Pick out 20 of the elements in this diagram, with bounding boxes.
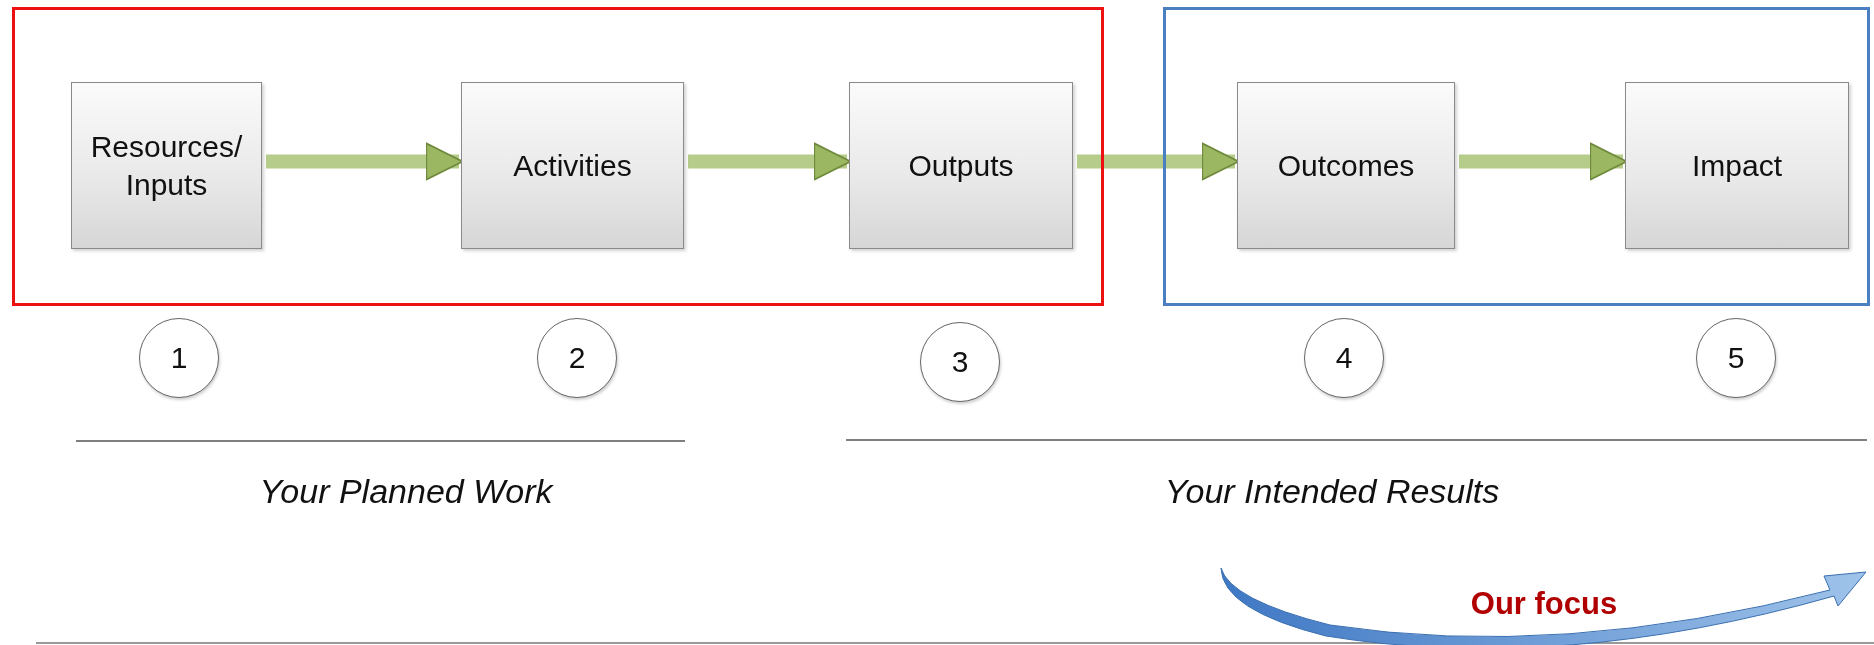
box-label: Outputs bbox=[908, 147, 1014, 184]
process-box bbox=[1625, 82, 1849, 249]
box-label: 3 bbox=[951, 345, 969, 379]
section-caption: Your Planned Work bbox=[259, 472, 553, 511]
section-caption: Your Intended Results bbox=[1164, 472, 1500, 511]
box-label: Impact bbox=[1692, 147, 1782, 184]
box-label: 4 bbox=[1335, 341, 1353, 375]
focus-label: Our focus bbox=[1470, 586, 1618, 622]
process-box bbox=[1237, 82, 1455, 249]
box-label: Resources/ Inputs bbox=[89, 129, 244, 203]
process-box bbox=[71, 82, 262, 249]
process-box bbox=[461, 82, 684, 249]
group-frame bbox=[1163, 7, 1870, 306]
box-label: Outcomes bbox=[1277, 147, 1415, 184]
group-frame bbox=[12, 7, 1104, 306]
box-label: 2 bbox=[568, 341, 586, 375]
box-label: Activities bbox=[513, 147, 632, 184]
process-box bbox=[849, 82, 1073, 249]
box-label: 1 bbox=[170, 341, 188, 375]
box-label: 5 bbox=[1727, 341, 1745, 375]
